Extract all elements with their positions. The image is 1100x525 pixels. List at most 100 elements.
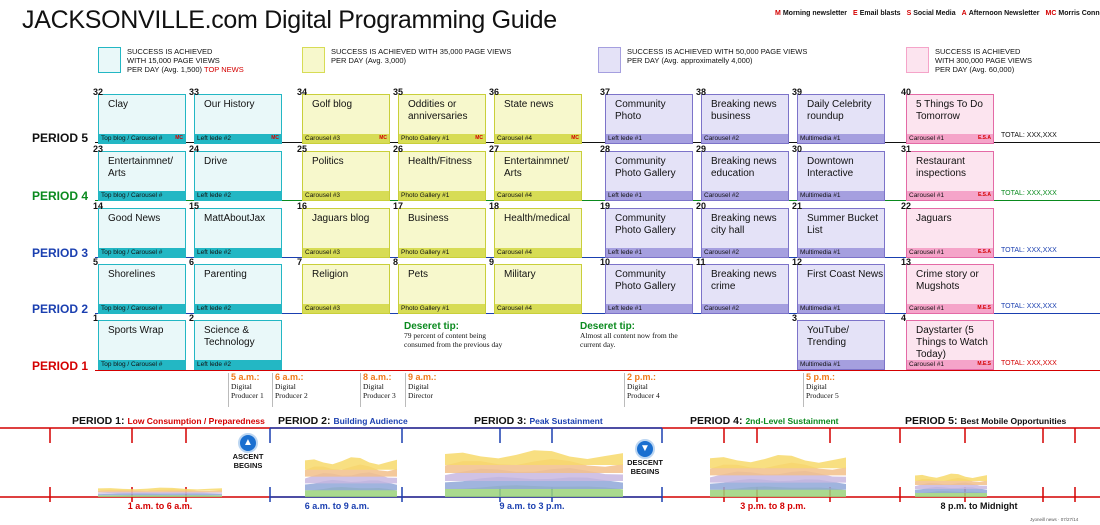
legend-label: Social Media <box>913 10 956 17</box>
legend-label: Morning newsletter <box>782 10 848 17</box>
slot-number: 2 <box>189 313 195 323</box>
slot-number: 32 <box>93 87 104 97</box>
distribution-mark: MC <box>571 135 579 141</box>
program-label: Downtown Interactive <box>807 156 854 179</box>
shift-time: 6 a.m.: <box>275 372 304 382</box>
traffic-area-period5 <box>915 477 987 485</box>
tier-swatch <box>906 47 929 73</box>
period-label: PERIOD 1 <box>32 359 89 373</box>
program-label: Good News <box>108 213 161 224</box>
slot-number: 11 <box>696 257 706 267</box>
tier-highlight: TOP NEWS <box>204 65 244 74</box>
placement-tag: Carousel #3 <box>303 191 389 200</box>
tier-line: PER DAY (Avg. approximatelly 4,000) <box>627 56 753 65</box>
legend-label: Email blasts <box>859 10 901 17</box>
phase-heading: PERIOD 5: Best Mobile Opportunities <box>905 415 1066 427</box>
program-label: Military <box>504 269 536 280</box>
time-range: 3 p.m. to 8 p.m. <box>740 501 806 511</box>
placement-tag: Carousel #4 <box>495 248 581 257</box>
period-label: PERIOD 3 <box>32 246 89 260</box>
period-total: TOTAL: XXX,XXX <box>1001 360 1057 367</box>
traffic-area-period1 <box>98 489 222 493</box>
traffic-area-period3 <box>445 450 623 465</box>
phase-heading: PERIOD 4: 2nd-Level Sustainment <box>690 415 839 427</box>
traffic-area-period4 <box>710 454 846 469</box>
placement-tag: Carousel #1 <box>907 360 993 369</box>
program-label: Community Photo Gallery <box>615 156 676 179</box>
slot-number: 15 <box>189 201 200 211</box>
placement-tag: Top blog / Carousel # <box>99 248 185 257</box>
legend-code: S <box>906 10 912 17</box>
tier-line: PER DAY (Avg. 1,500) TOP NEWS <box>127 65 244 74</box>
shift-role: Digital Producer 4 <box>627 382 660 400</box>
phase-heading: PERIOD 2: Building Audience <box>278 415 408 427</box>
program-label: State news <box>504 99 554 110</box>
tier-line: SUCCESS IS ACHIEVED WITH 35,000 PAGE VIE… <box>331 47 512 56</box>
slot-number: 35 <box>393 87 404 97</box>
timeline-graphic <box>0 427 1100 502</box>
period-total: TOTAL: XXX,XXX <box>1001 190 1057 197</box>
shift-role: Digital Producer 5 <box>806 382 839 400</box>
program-label: 5 Things To Do Tomorrow <box>916 99 983 122</box>
placement-tag: Top blog / Carousel # <box>99 134 185 143</box>
phase-subtitle: Low Consumption / Preparedness <box>127 416 265 426</box>
traffic-area-period2 <box>305 464 397 477</box>
phase-heading: PERIOD 3: Peak Sustainment <box>474 415 603 427</box>
placement-tag: Left lede #2 <box>195 304 281 313</box>
tip-body: Almost all content now from the current … <box>580 331 678 349</box>
tip-heading: Deseret tip: <box>580 321 636 332</box>
shift-time: 8 a.m.: <box>363 372 392 382</box>
producer-shift: 2 p.m.:Digital Producer 4 <box>624 373 669 407</box>
program-label: Science & Technology <box>204 325 255 348</box>
producer-shift: 5 a.m.:Digital Producer 1 <box>228 373 273 407</box>
program-label: Community Photo Gallery <box>615 269 676 292</box>
slot-number: 6 <box>189 257 195 267</box>
tier-line: PER DAY (Avg. 3,000) <box>331 56 407 65</box>
slot-number: 18 <box>489 201 500 211</box>
program-label: Jaguars <box>916 213 952 224</box>
slot-number: 14 <box>93 201 104 211</box>
